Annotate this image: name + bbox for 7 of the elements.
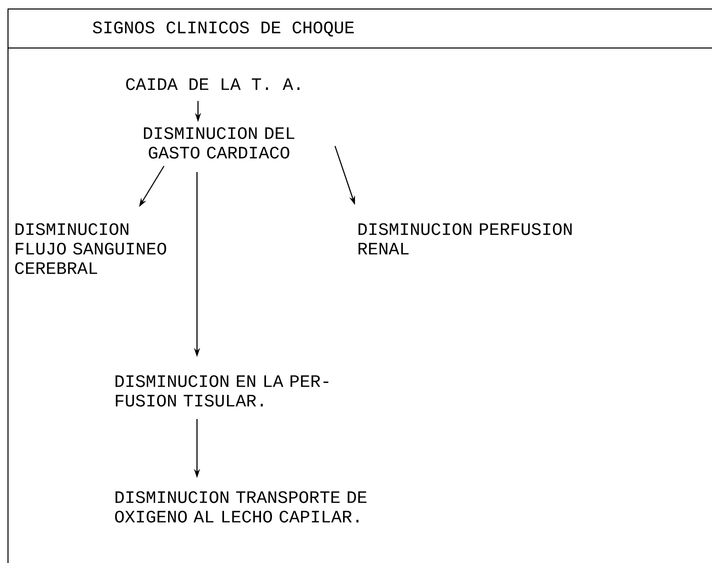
flow-text: CAIDA DE LA T. A. — [126, 78, 300, 90]
flow-text: DISMINUCION DEL GASTO CARDIACO — [144, 127, 294, 159]
table-heading: SIGNOS CLINICOS DE CHOQUE — [92, 21, 354, 36]
flow-text: DISMINUCION FLUJO SANGUINEO CEREBRAL — [15, 223, 166, 274]
flow-text: DISMINUCION PERFUSION RENAL — [358, 223, 572, 254]
flow-text: DISMINUCION EN LA PER- FUSION TISULAR. — [116, 375, 328, 407]
flow-text: DISMINUCION TRANSPORTE DE OXIGENO AL LECHO CAPILAR. — [115, 491, 366, 523]
